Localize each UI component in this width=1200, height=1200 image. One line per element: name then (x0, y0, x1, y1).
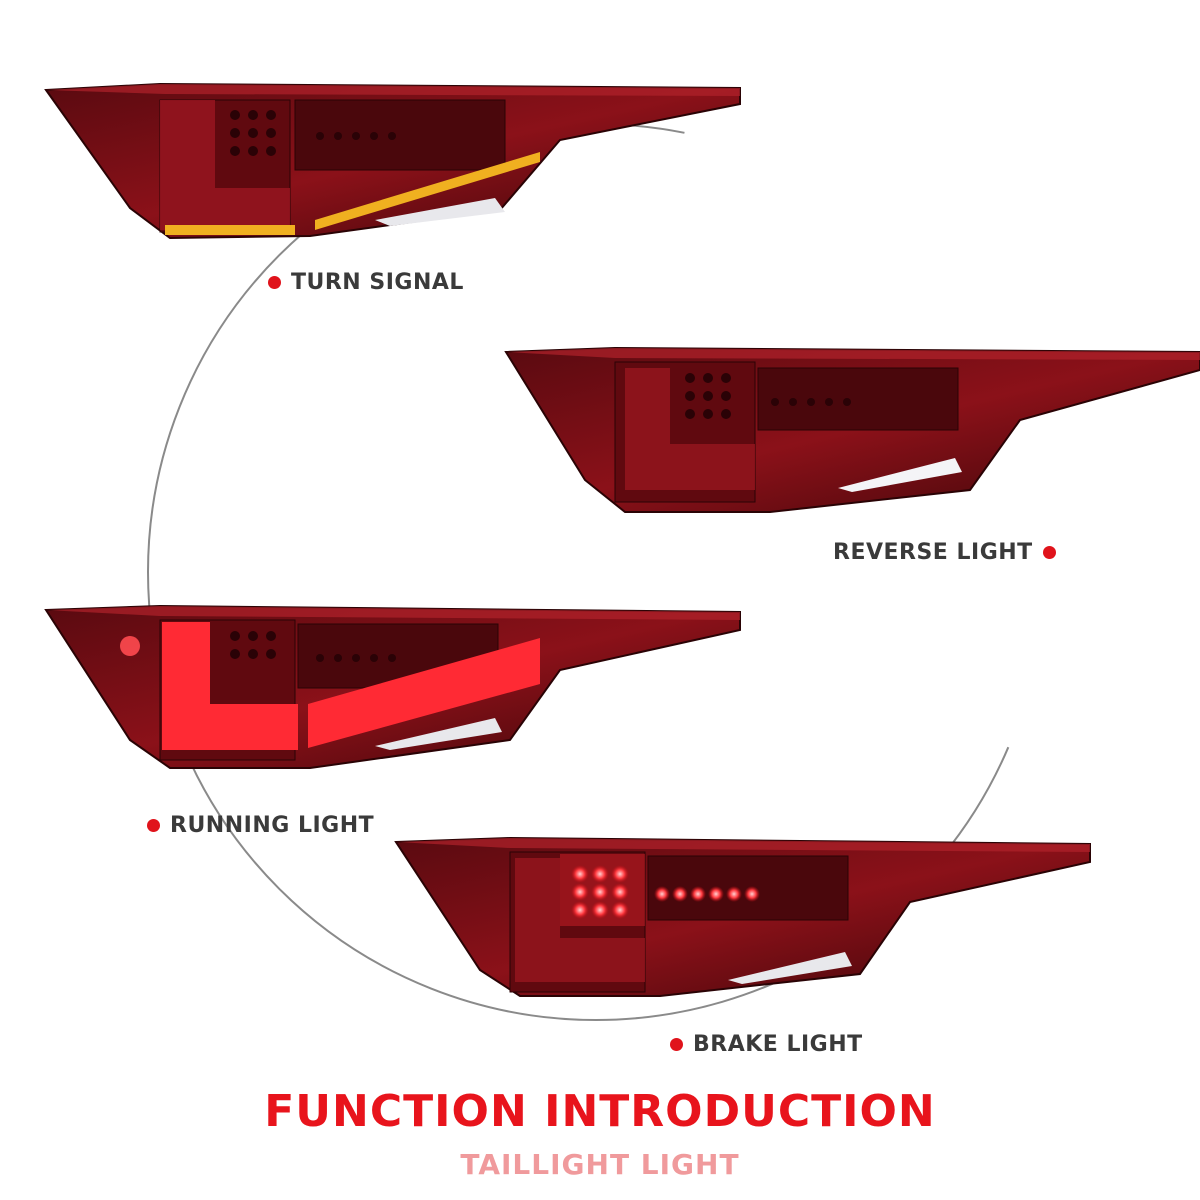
taillight-turn-signal-image (44, 82, 741, 240)
taillight-brake-light-image (394, 836, 1091, 997)
page-subtitle: TAILLIGHT LIGHT (460, 1148, 740, 1181)
taillight-running-light-image (44, 604, 741, 769)
label-dot-icon (147, 819, 160, 832)
label-reverse-light: REVERSE LIGHT (833, 540, 1056, 565)
label-running-light: RUNNING LIGHT (147, 813, 374, 838)
label-dot-icon (1042, 546, 1056, 559)
taillight-reverse-light-image (504, 346, 1200, 513)
label-brake-light-text: BRAKE LIGHT (693, 1032, 863, 1057)
label-running-light-text: RUNNING LIGHT (170, 813, 375, 838)
label-turn-signal: TURN SIGNAL (268, 270, 464, 295)
label-dot-icon (670, 1038, 683, 1051)
label-dot-icon (268, 276, 281, 289)
label-turn-signal-text: TURN SIGNAL (291, 270, 464, 295)
page-title: FUNCTION INTRODUCTION (264, 1086, 936, 1137)
label-reverse-light-text: REVERSE LIGHT (833, 540, 1033, 565)
label-brake-light: BRAKE LIGHT (670, 1032, 863, 1057)
